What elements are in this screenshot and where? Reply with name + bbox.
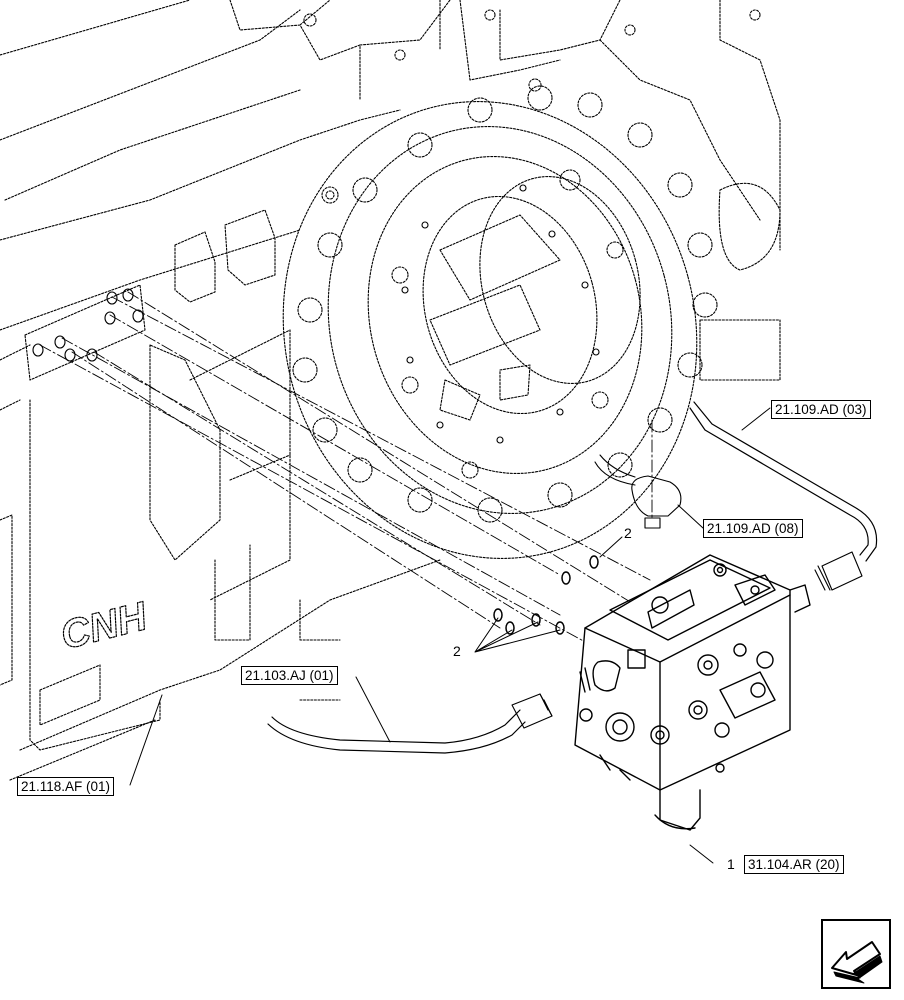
reference-label-fitting: 21.109.AD (08) (703, 519, 803, 538)
reference-leaders (129, 407, 771, 864)
housing-mounting-holes (24, 284, 146, 381)
o-ring-leaders (474, 536, 623, 653)
valve-block (574, 554, 811, 831)
callout-item-2-lower: 2 (453, 643, 461, 659)
callout-item-2-upper: 2 (624, 525, 632, 541)
reference-label-valve: 31.104.AR (20) (744, 855, 844, 874)
nav-icon-graphic (821, 919, 891, 989)
reference-label-housing: 21.118.AF (01) (17, 777, 115, 796)
arrow-down-left-icon[interactable] (820, 918, 892, 990)
upper-pipe (689, 401, 878, 591)
flywheel-bolt-holes (391, 169, 624, 479)
elbow-fitting (594, 454, 682, 529)
o-rings (493, 555, 599, 635)
reference-label-left-pipe: 21.103.AJ (01) (241, 666, 338, 685)
ring-gear-lugs (292, 85, 718, 523)
left-pipe (267, 693, 553, 754)
housing-logo: CNH (56, 594, 152, 658)
alignment-lines (39, 291, 653, 651)
callout-item-1: 1 (727, 856, 735, 872)
flywheel-assembly (282, 101, 698, 559)
reference-label-upper-pipe: 21.109.AD (03) (771, 400, 871, 419)
